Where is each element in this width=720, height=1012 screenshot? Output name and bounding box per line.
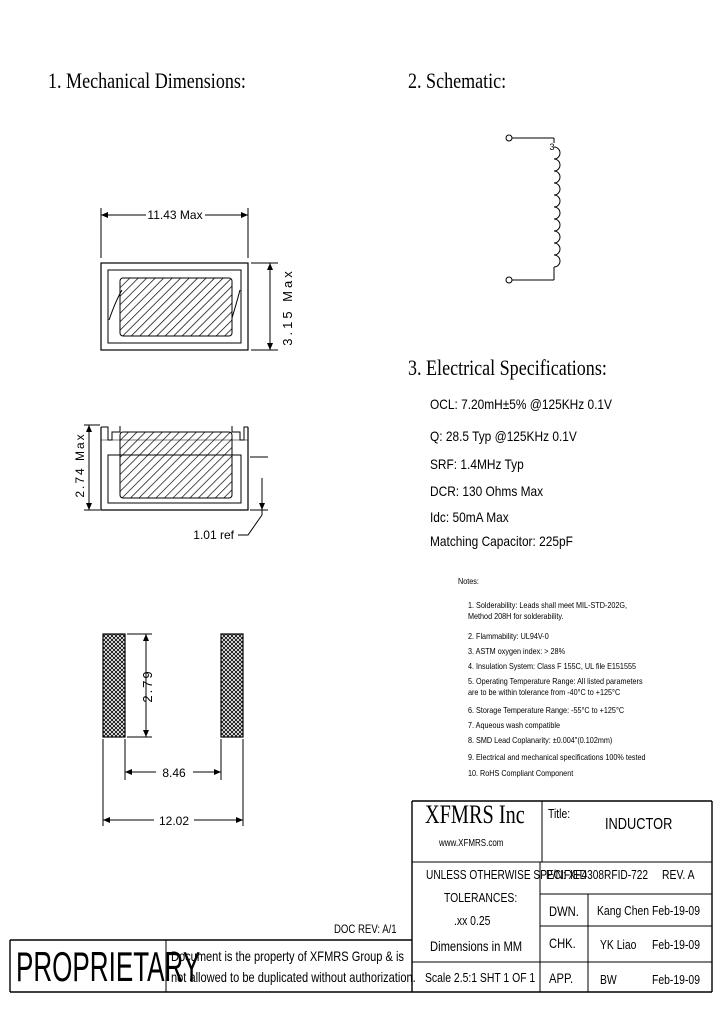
tolerance-value: .xx 0.25	[454, 913, 491, 928]
schematic-diagram: 3	[505, 134, 561, 284]
title-value: INDUCTOR	[605, 816, 673, 833]
ref-label: 1.01 ref	[193, 528, 234, 542]
spec-q: Q: 28.5 Typ @125KHz 0.1V	[430, 428, 577, 444]
tolerances-label: TOLERANCES:	[444, 890, 518, 905]
proprietary-label: PROPRIETARY	[16, 943, 201, 990]
scale-sheet: Scale 2.5:1 SHT 1 OF 1	[425, 970, 536, 985]
company-name: XFMRS Inc	[425, 800, 525, 829]
terminal-bottom	[505, 276, 513, 284]
app-name: BW	[600, 972, 617, 987]
inductor-coil	[553, 146, 561, 268]
spec-srf: SRF: 1.4MHz Typ	[430, 456, 524, 472]
note-item: 1. Solderability: Leads shall meet MIL-S…	[468, 600, 628, 610]
right-pad	[220, 633, 244, 738]
left-pad	[102, 633, 126, 738]
ref-dimension: 1.01 ref	[193, 456, 268, 542]
spec-idc: Idc: 50mA Max	[430, 509, 509, 525]
width-dimension: 3.15 Max	[251, 262, 295, 351]
side-view	[100, 426, 249, 511]
note-item: 3. ASTM oxygen index: > 28%	[468, 646, 565, 656]
dwn-date: Feb-19-09	[652, 903, 700, 918]
pad-height-label: 2.79	[140, 669, 155, 702]
chk-name: YK Liao	[600, 937, 637, 952]
note-item: 4. Insulation System: Class F 155C, UL f…	[468, 661, 637, 671]
spec-ocl: OCL: 7.20mH±5% @125KHz 0.1V	[430, 396, 612, 412]
app-date: Feb-19-09	[652, 972, 700, 987]
spec-matching-cap: Matching Capacitor: 225pF	[430, 533, 573, 549]
note-item: 2. Flammability: UL94V-0	[468, 631, 549, 641]
app-label: APP.	[549, 970, 574, 986]
width-max-label: 3.15 Max	[280, 268, 295, 345]
note-item: 6. Storage Temperature Range: -55°C to +…	[468, 705, 625, 715]
note-item: 8. SMD Lead Coplanarity: ±0.004"(0.102mm…	[468, 735, 613, 745]
proprietary-notice-line2: not allowed to be duplicated without aut…	[171, 969, 416, 985]
doc-revision: DOC REV: A/1	[334, 922, 397, 936]
notes-title: Notes:	[458, 576, 479, 586]
company-website[interactable]: www.XFMRS.com	[439, 838, 504, 849]
section-electrical-heading: 3. Electrical Specifications:	[408, 355, 607, 380]
pad-outer-label: 12.02	[159, 814, 189, 828]
note-item: 9. Electrical and mechanical specificati…	[468, 752, 646, 762]
dwn-name: Kang Chen	[597, 903, 650, 918]
top-view	[100, 262, 249, 351]
height-dimension: 2.74 Max	[73, 424, 100, 511]
dwn-label: DWN.	[549, 903, 579, 919]
chk-date: Feb-19-09	[652, 937, 700, 952]
revision: REV. A	[662, 867, 695, 882]
dimensions-unit: Dimensions in MM	[430, 938, 523, 954]
height-max-label: 2.74 Max	[73, 432, 87, 497]
length-max-label: 11.43 Max	[147, 208, 202, 222]
pad-inner-label: 8.46	[162, 766, 186, 780]
note-item: 10. RoHS Compliant Component	[468, 768, 574, 778]
length-dimension: 11.43 Max	[100, 208, 249, 258]
part-number: P/N: XF4308RFID-722	[546, 867, 649, 882]
mechanical-drawing: 11.43 Max 3.15 Max 2.74 Max	[73, 208, 295, 828]
section-mechanical-heading: 1. Mechanical Dimensions:	[48, 68, 246, 93]
polarity-dot-label: 3	[549, 142, 554, 152]
note-item: are to be within tolerance from -40°C to…	[468, 687, 621, 697]
note-item: 5. Operating Temperature Range: All list…	[468, 676, 643, 686]
note-item: Method 208H for solderability.	[468, 611, 564, 621]
title-label: Title:	[548, 806, 571, 821]
pad-layout: 2.79 8.46 12.02	[102, 633, 244, 828]
proprietary-notice-line1: Document is the property of XFMRS Group …	[171, 948, 404, 964]
note-item: 7. Aqueous wash compatible	[468, 720, 560, 730]
section-schematic-heading: 2. Schematic:	[408, 68, 507, 93]
spec-dcr: DCR: 130 Ohms Max	[430, 483, 544, 499]
chk-label: CHK.	[549, 935, 576, 951]
unless-specified: UNLESS OTHERWISE SPECIFIED	[426, 867, 587, 882]
